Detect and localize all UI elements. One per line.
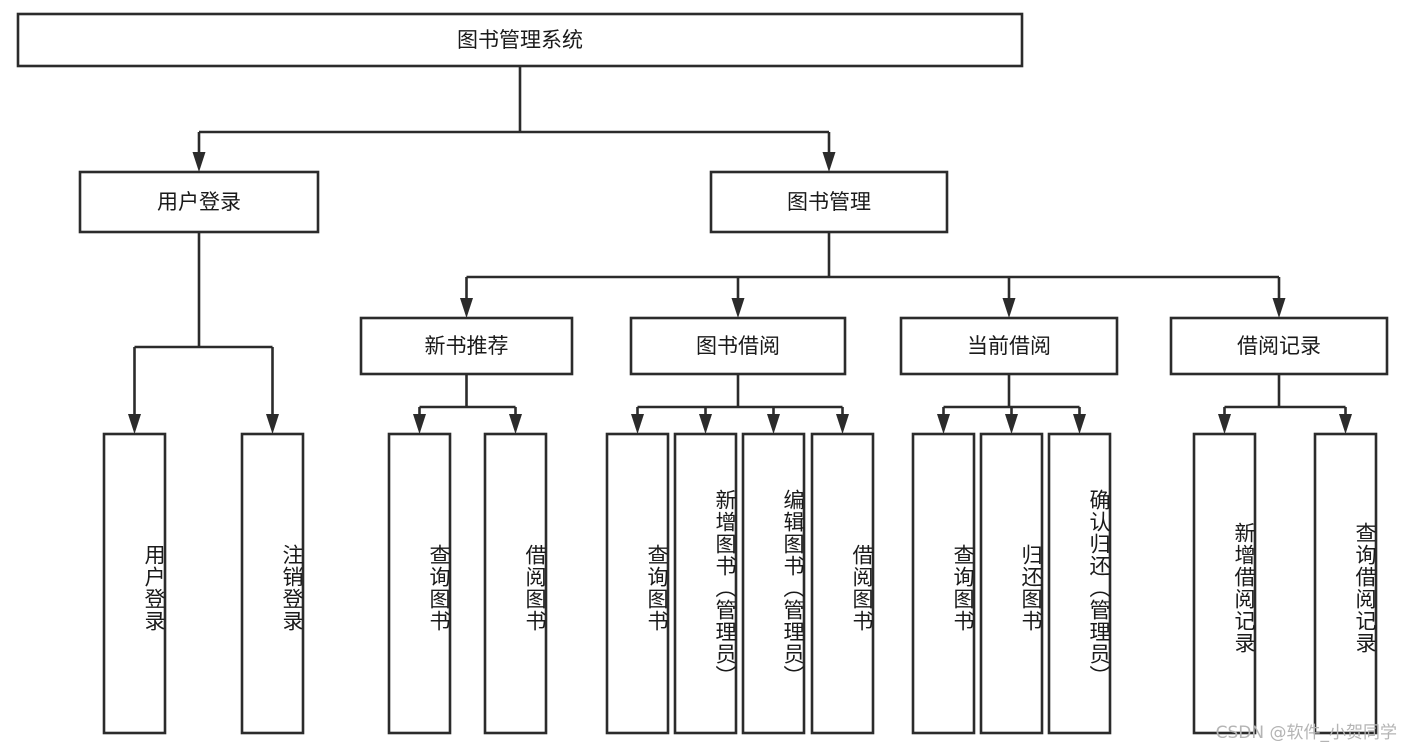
node-box-leaf-return-book[interactable] bbox=[979, 432, 1044, 735]
node-box-user-login[interactable] bbox=[78, 170, 320, 234]
node-boxes bbox=[16, 12, 1389, 735]
node-box-leaf-borrow-book-2[interactable] bbox=[810, 432, 875, 735]
node-box-leaf-query-book-3[interactable] bbox=[911, 432, 976, 735]
node-box-current-borrow[interactable] bbox=[899, 316, 1119, 376]
node-label-user-login: 用户登录 bbox=[157, 190, 241, 214]
node-box-leaf-edit-book[interactable] bbox=[741, 432, 806, 735]
node-label-root: 图书管理系统 bbox=[457, 28, 583, 52]
node-box-borrow-record[interactable] bbox=[1169, 316, 1389, 376]
node-box-leaf-add-book[interactable] bbox=[673, 432, 738, 735]
node-label-book-manage: 图书管理 bbox=[787, 190, 871, 214]
node-label-new-book-rec: 新书推荐 bbox=[425, 334, 509, 358]
node-box-leaf-query-book-2[interactable] bbox=[605, 432, 670, 735]
node-label-book-borrow: 图书借阅 bbox=[696, 334, 780, 358]
node-label-current-borrow: 当前借阅 bbox=[967, 334, 1051, 358]
node-box-leaf-user-login[interactable] bbox=[102, 432, 167, 735]
node-box-book-manage[interactable] bbox=[709, 170, 949, 234]
connector-lines bbox=[128, 66, 1352, 434]
node-box-new-book-rec[interactable] bbox=[359, 316, 574, 376]
node-box-leaf-confirm-return[interactable] bbox=[1047, 432, 1112, 735]
node-box-root[interactable] bbox=[16, 12, 1024, 68]
node-box-leaf-user-logout[interactable] bbox=[240, 432, 305, 735]
node-box-leaf-query-book-1[interactable] bbox=[387, 432, 452, 735]
watermark-text: CSDN @软件_小贺同学 bbox=[1215, 723, 1397, 743]
node-box-leaf-borrow-book-1[interactable] bbox=[483, 432, 548, 735]
node-label-borrow-record: 借阅记录 bbox=[1237, 334, 1321, 358]
node-box-leaf-add-record[interactable] bbox=[1192, 432, 1257, 735]
node-box-leaf-query-record[interactable] bbox=[1313, 432, 1378, 735]
node-box-book-borrow[interactable] bbox=[629, 316, 847, 376]
